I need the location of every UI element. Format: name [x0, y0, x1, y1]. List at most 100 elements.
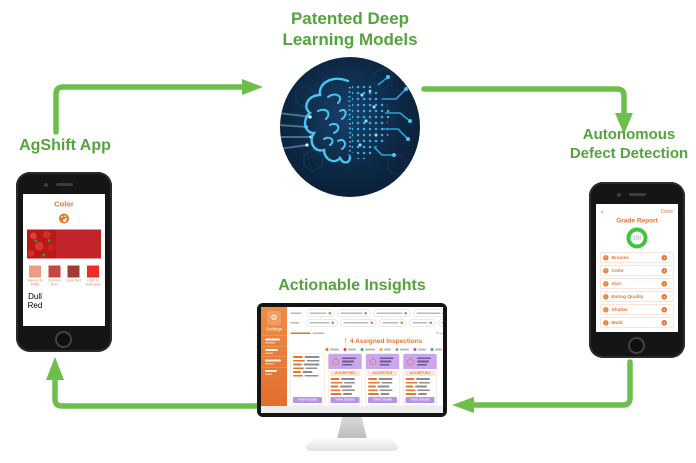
- grade-report-header: ‹ Done: [596, 204, 678, 215]
- text-placeholder: [405, 393, 417, 395]
- filter-row: [290, 309, 443, 317]
- text-placeholder: [417, 348, 426, 351]
- row-label: Shatter: [611, 306, 628, 313]
- text-placeholder: [330, 381, 343, 384]
- grade-score-gauge: 100: [626, 227, 648, 249]
- view-details-button: View Details: [330, 396, 360, 403]
- legend-dot: [395, 348, 399, 351]
- sidebar-settings-label: Settings: [265, 326, 283, 332]
- text-placeholder: [306, 359, 320, 362]
- text-placeholder: [293, 367, 304, 369]
- sidebar-item: [261, 356, 287, 368]
- field-row: [368, 393, 397, 395]
- field-row: [368, 381, 397, 384]
- swatch-label: Salmon to White: [27, 279, 43, 287]
- dashboard-main: PrevPage 1 of 1Next !4 Assigned Inspecti…: [287, 307, 443, 406]
- swatch-label: Dark Red: [66, 279, 82, 283]
- text-placeholder: [416, 312, 441, 315]
- text-placeholder: [293, 374, 303, 377]
- eating-quality-icon: [603, 293, 609, 300]
- text-placeholder: [302, 371, 313, 373]
- color-analysis-row: [27, 229, 101, 259]
- done-button: Done: [661, 208, 673, 215]
- color-swatch: Light to Dark Red: [85, 265, 101, 288]
- detected-color-swatch: [56, 229, 101, 259]
- text-placeholder: [419, 381, 430, 384]
- legend-dot: [413, 348, 417, 351]
- remove-filter-icon: [429, 321, 432, 324]
- chevron-right-icon: ›: [669, 293, 671, 300]
- label-line: Defect Detection: [569, 144, 689, 162]
- text-placeholder: [312, 332, 325, 335]
- legend-dot: [343, 348, 347, 351]
- remove-filter-icon: [331, 321, 334, 324]
- shatter-icon: [603, 306, 609, 313]
- list-item: Mold ›: [600, 317, 674, 328]
- bright-dots: [358, 89, 378, 147]
- legend-item: [360, 348, 375, 351]
- inspection-card: ACCEPTED View Details: [328, 353, 362, 406]
- text-placeholder: [382, 321, 399, 324]
- grade-category-list: Bruises › Color › Size ›: [600, 252, 674, 328]
- row-label: Size: [611, 280, 622, 287]
- color-swatch-row: Salmon to White Crimson Red Dark Red Lig…: [27, 265, 101, 288]
- size-icon: [603, 280, 609, 287]
- text-placeholder: [293, 363, 302, 366]
- inspection-cards: View Details ACCEPTED: [290, 353, 444, 406]
- swatch-chip: [86, 265, 99, 278]
- warning-icon: !: [344, 336, 347, 345]
- text-placeholder: [399, 348, 409, 351]
- mold-icon: [603, 319, 609, 326]
- color-icon: [603, 267, 609, 274]
- brain-left-hemisphere: [303, 77, 352, 164]
- text-placeholder: [379, 389, 393, 391]
- field-row: [330, 385, 360, 388]
- list-item: Eating Quality ›: [600, 291, 674, 302]
- legend-item: [325, 348, 339, 351]
- text-placeholder: [309, 312, 327, 315]
- filter-chip: [340, 319, 377, 327]
- label-deep-learning-models: Patented Deep Learning Models: [248, 8, 452, 51]
- text-placeholder: [364, 348, 375, 351]
- text-placeholder: [330, 385, 339, 388]
- field-row: [330, 393, 360, 395]
- text-placeholder: [304, 374, 319, 377]
- field-row: [293, 359, 322, 362]
- text-placeholder: [343, 393, 352, 395]
- label-autonomous-defect-detection: Autonomous Defect Detection: [562, 126, 696, 164]
- text-placeholder: [265, 341, 275, 344]
- legend-dot: [430, 348, 434, 351]
- filter-chip: [373, 309, 411, 317]
- bruises-icon: [603, 254, 609, 261]
- text-placeholder: [290, 312, 302, 315]
- swatch-label: Light to Dark Red: [85, 279, 101, 287]
- circuit-traces: [373, 76, 411, 156]
- text-placeholder: [265, 352, 273, 354]
- monitor-stand-neck: [337, 417, 367, 439]
- count-badge: [661, 267, 668, 274]
- legend-item: [413, 348, 426, 351]
- text-placeholder: [330, 389, 341, 391]
- field-row: [405, 385, 435, 388]
- text-placeholder: [293, 356, 303, 358]
- remove-filter-icon: [364, 312, 367, 315]
- palette-icon: [59, 213, 69, 224]
- legend-item: [430, 348, 442, 351]
- list-item: Bruises ›: [600, 252, 674, 263]
- brain-circle-background: [280, 57, 420, 197]
- text-placeholder: [379, 360, 392, 363]
- dashboard-sidebar: ⚙ Settings: [261, 307, 287, 406]
- brain-midline: [348, 86, 352, 158]
- filters-label: [290, 312, 304, 315]
- field-row: [293, 367, 322, 369]
- label-line: Patented Deep: [290, 9, 410, 28]
- text-placeholder: [418, 393, 427, 395]
- row-label: Color: [611, 267, 624, 274]
- arrow-detection-to-insights: [452, 359, 633, 413]
- text-placeholder: [368, 381, 380, 384]
- ai-brain-illustration: [280, 57, 420, 197]
- heading-text: 4 Assigned Inspections: [349, 337, 423, 345]
- circuit-nodes: [386, 75, 412, 157]
- list-item: Size ›: [600, 278, 674, 289]
